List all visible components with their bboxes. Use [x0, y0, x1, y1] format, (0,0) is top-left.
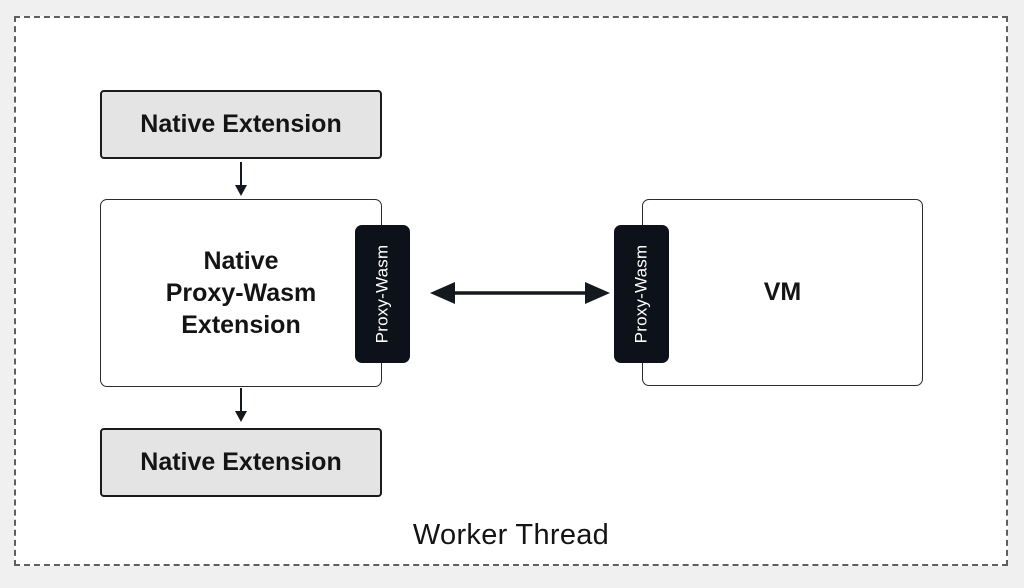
worker-thread-label: Worker Thread: [412, 519, 610, 551]
down-arrow-icon-top: [235, 162, 247, 196]
proxy-wasm-tab-right: Proxy-Wasm: [614, 225, 669, 363]
tab-label: Proxy-Wasm: [631, 244, 651, 344]
tab-label: Proxy-Wasm: [372, 244, 392, 344]
down-arrow-icon-bottom: [235, 388, 247, 422]
node-native-extension-top: Native Extension: [100, 90, 382, 159]
proxy-wasm-tab-left: Proxy-Wasm: [355, 225, 410, 363]
node-native-extension-bottom: Native Extension: [100, 428, 382, 497]
node-label: Native Extension: [140, 448, 342, 476]
node-label: Native Extension: [140, 110, 342, 138]
node-vm: VM: [642, 199, 923, 386]
node-native-proxy-wasm-extension: Native Proxy-Wasm Extension: [100, 199, 382, 387]
node-label: VM: [763, 278, 802, 306]
double-headed-arrow-icon: [430, 282, 610, 304]
node-label: Native Proxy-Wasm Extension: [165, 247, 317, 339]
